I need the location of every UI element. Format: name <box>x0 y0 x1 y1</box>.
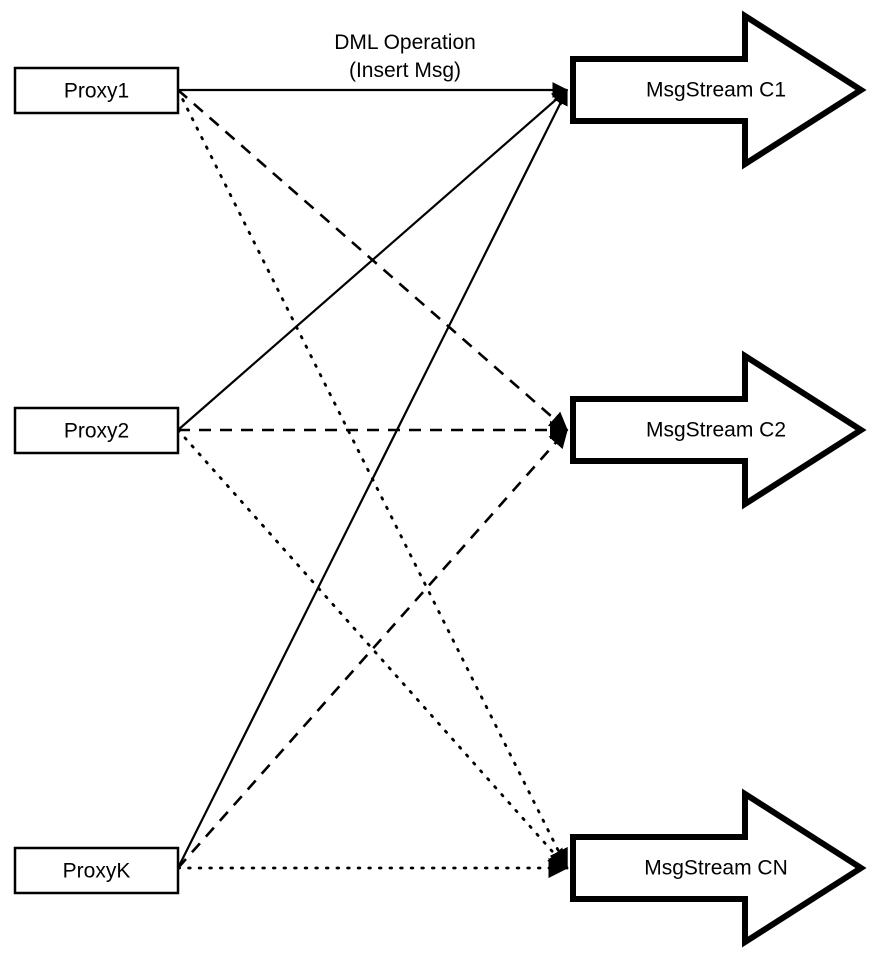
edge-label-line2: (Insert Msg) <box>349 59 461 82</box>
msgstream-arrow-shape-c1[interactable] <box>570 10 867 170</box>
link-proxyk-to-msgstream-c1 <box>177 88 568 869</box>
msgstream-node-c1[interactable]: MsgStream C1 <box>570 10 867 170</box>
proxy-box-proxyk[interactable] <box>13 846 180 895</box>
link-proxy2-to-msgstream-cn <box>176 428 569 870</box>
proxy-label-proxy1: Proxy1 <box>64 80 129 103</box>
msgstream-label-c1: MsgStream C1 <box>646 79 786 102</box>
link-group <box>176 82 569 879</box>
link-proxy2-to-msgstream-c1 <box>177 89 568 431</box>
link-proxyk-to-msgstream-c2 <box>177 428 568 869</box>
proxy-label-proxyk: ProxyK <box>63 860 131 883</box>
msgstream-label-cn: MsgStream CN <box>644 857 788 880</box>
proxy-node-proxyk[interactable]: ProxyK <box>13 846 180 895</box>
msgstream-label-c2: MsgStream C2 <box>646 419 786 442</box>
msgstream-arrow-shape-cn[interactable] <box>570 788 867 948</box>
proxy-node-proxy2[interactable]: Proxy2 <box>13 406 180 455</box>
proxy-box-proxy2[interactable] <box>13 406 180 455</box>
msgstream-arrow-shape-c2[interactable] <box>570 350 867 510</box>
edge-label-dml-operation: DML Operation (Insert Msg) <box>334 31 476 82</box>
proxy-box-proxy1[interactable] <box>13 66 180 115</box>
proxy-label-proxy2: Proxy2 <box>64 420 129 443</box>
edge-label-line1: DML Operation <box>334 31 476 54</box>
proxy-node-proxy1[interactable]: Proxy1 <box>13 66 180 115</box>
msgstream-node-c2[interactable]: MsgStream C2 <box>570 350 867 510</box>
msgstream-node-cn[interactable]: MsgStream CN <box>570 788 867 948</box>
